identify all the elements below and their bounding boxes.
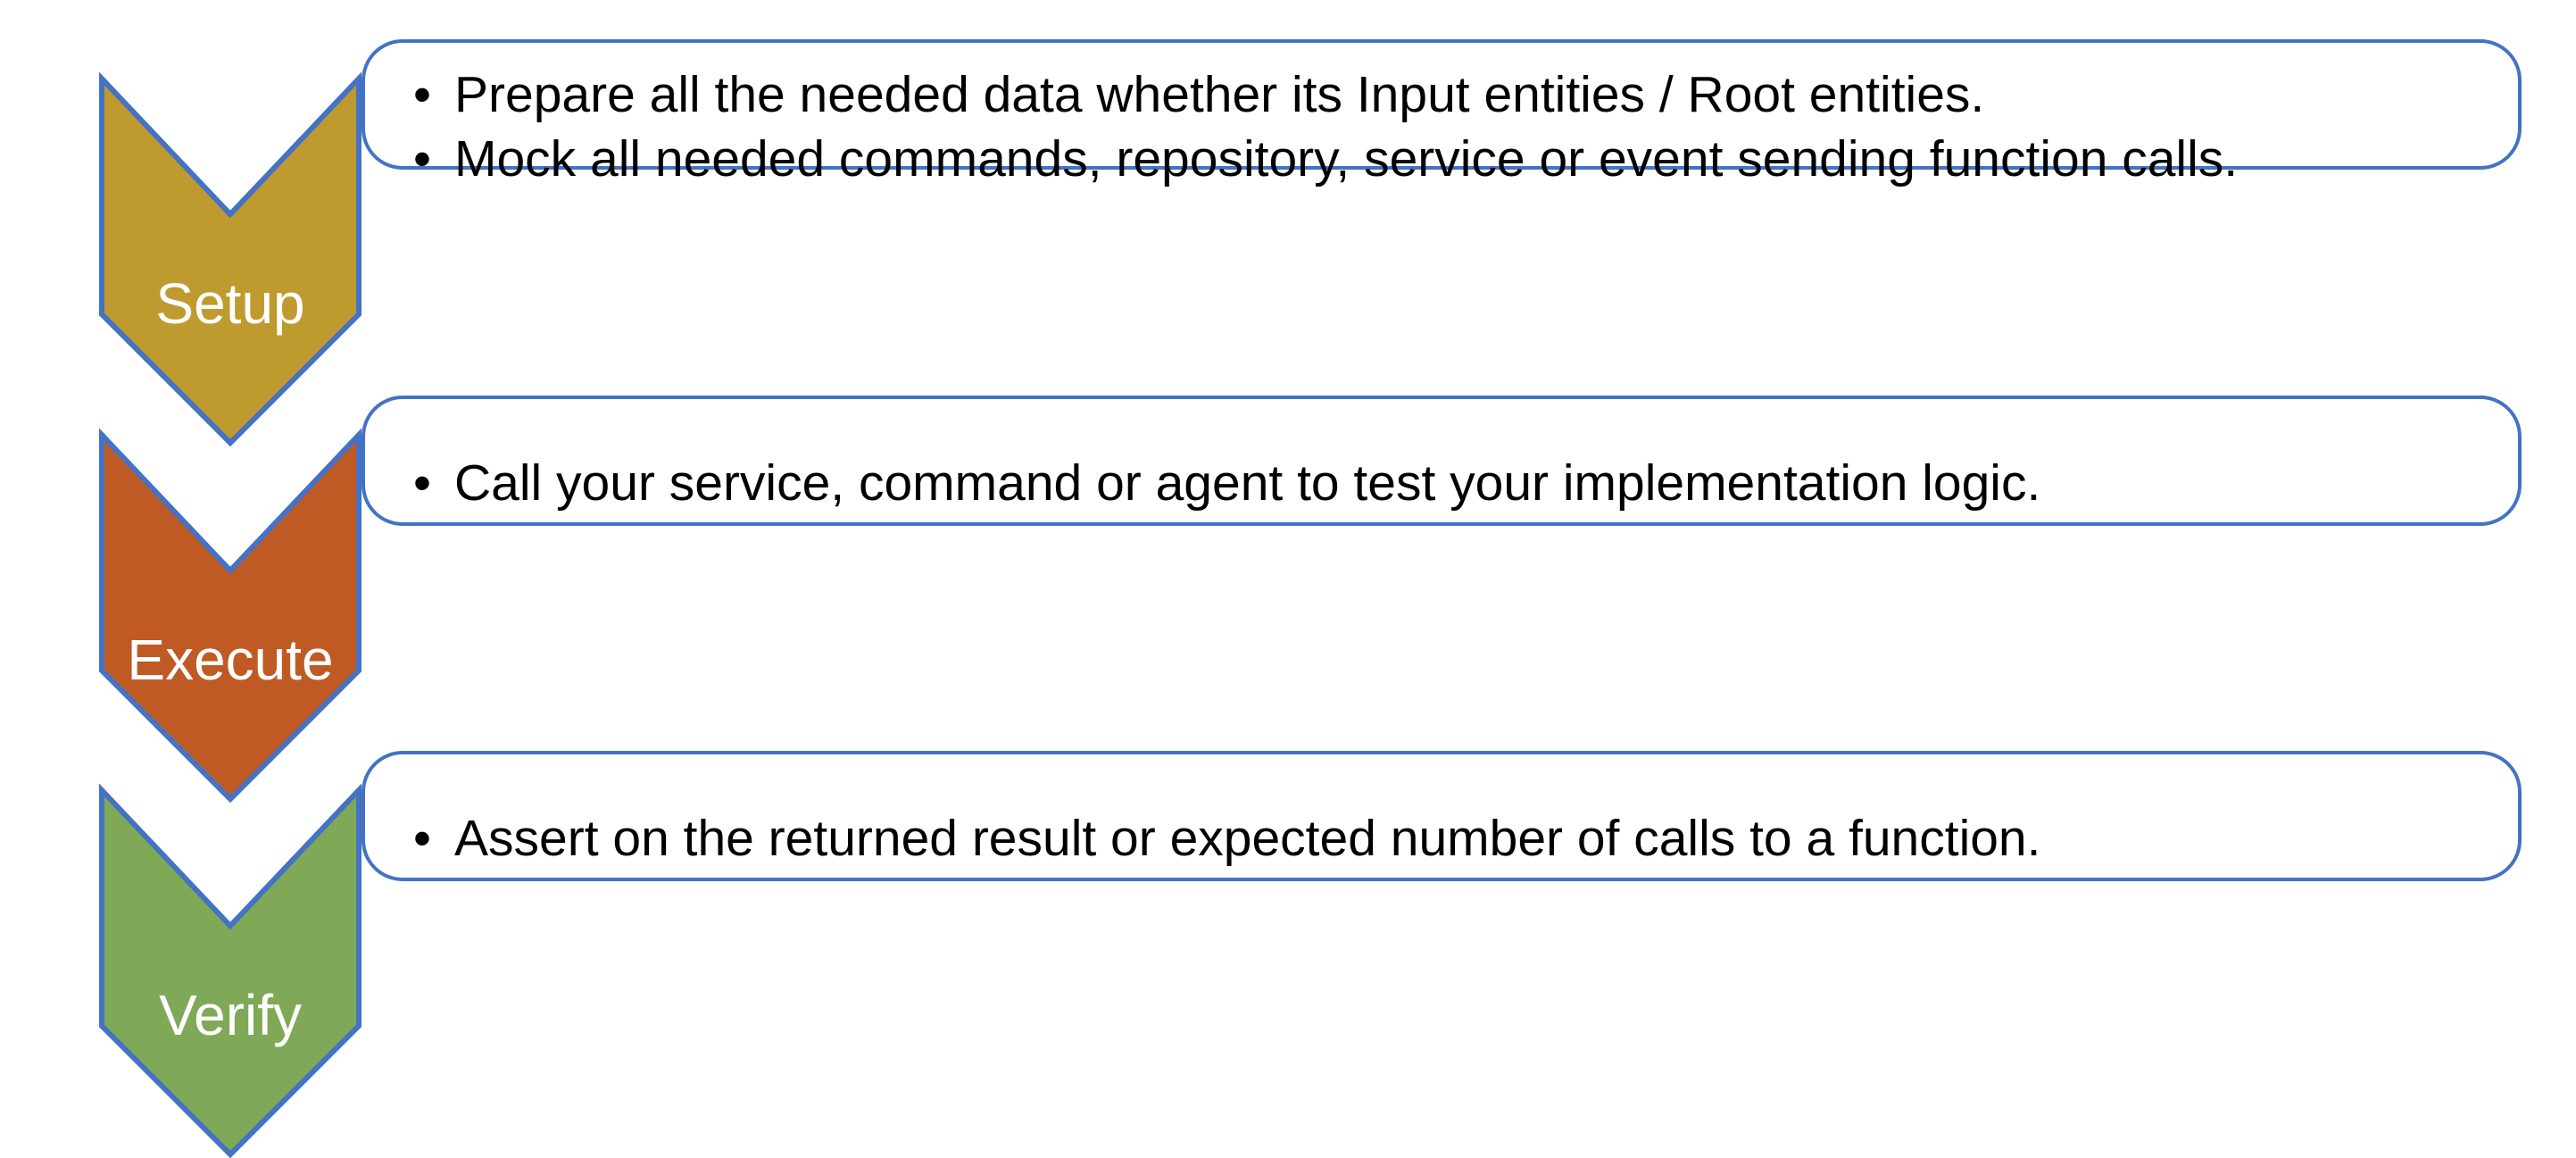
bullet-text: Call your service, command or agent to t… xyxy=(454,454,2041,512)
chevron-execute-shape xyxy=(99,428,361,804)
stage-content-box-execute[interactable]: • Call your service, command or agent to… xyxy=(361,396,2522,526)
chevron-verify-shape xyxy=(99,783,361,1158)
chevron-label-verify: Verify xyxy=(158,983,303,1047)
bullet-text: Prepare all the needed data whether its … xyxy=(454,66,1985,123)
chevron-execute[interactable]: Execute xyxy=(98,392,362,804)
bullet-icon: • xyxy=(413,454,431,512)
bullet-icon: • xyxy=(413,810,431,867)
chevron-verify[interactable]: Verify xyxy=(98,747,362,1158)
stage-content-box-setup[interactable]: • Prepare all the needed data whether it… xyxy=(361,39,2522,187)
stage-row-verify: • Assert on the returned result or expec… xyxy=(0,711,2576,1158)
bullet-icon: • xyxy=(413,66,431,123)
bullet-list-execute: • Call your service, command or agent to… xyxy=(408,451,2482,515)
chevron-label-execute: Execute xyxy=(127,628,334,692)
bullet-text: Mock all needed commands, repository, se… xyxy=(454,130,2239,187)
bullet-text: Assert on the returned result or expecte… xyxy=(454,810,2041,867)
stage-content-box-verify[interactable]: • Assert on the returned result or expec… xyxy=(361,751,2522,881)
bullet-list-setup: • Prepare all the needed data whether it… xyxy=(408,62,2482,191)
bullet-icon: • xyxy=(413,130,431,187)
stage-row-setup: • Prepare all the needed data whether it… xyxy=(0,0,2576,447)
list-item: • Call your service, command or agent to… xyxy=(408,451,2482,515)
list-item: • Prepare all the needed data whether it… xyxy=(408,62,2482,127)
chevron-setup-shape xyxy=(99,71,361,447)
stage-row-execute: • Call your service, command or agent to… xyxy=(0,355,2576,804)
chevron-label-setup: Setup xyxy=(155,271,305,336)
chevron-setup[interactable]: Setup xyxy=(98,36,362,447)
list-item: • Assert on the returned result or expec… xyxy=(408,806,2482,871)
list-item: • Mock all needed commands, repository, … xyxy=(408,127,2482,191)
bullet-list-verify: • Assert on the returned result or expec… xyxy=(408,806,2482,871)
